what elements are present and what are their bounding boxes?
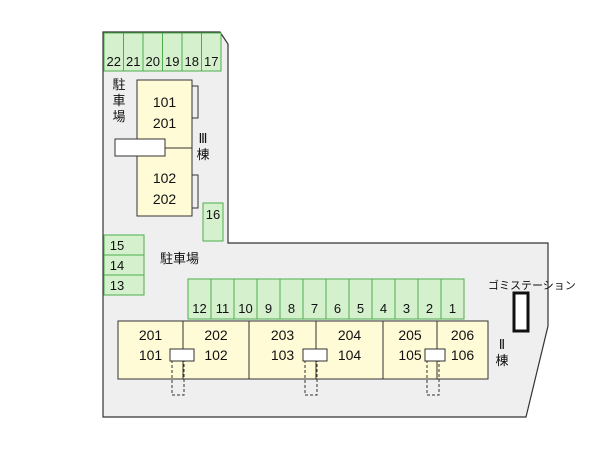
building-3-unit-lower-1: 102 [152, 170, 177, 186]
parking-space-21-label: 21 [126, 54, 141, 69]
building-2-unit-103: 103 [270, 347, 295, 363]
building-3-unit-upper-1: 101 [152, 94, 177, 110]
parking-space-12-label: 12 [192, 301, 207, 316]
building-3 [114, 79, 199, 217]
parking-space-3-label: 3 [402, 301, 411, 316]
parking-column-left [103, 234, 145, 296]
stairs-middle [302, 348, 328, 396]
parking-space-13-label: 13 [109, 278, 125, 293]
building-2-unit-204: 204 [337, 327, 362, 343]
building-3-unit-upper-2: 201 [152, 115, 177, 131]
stairs-left [169, 348, 195, 396]
parking-space-13 [103, 274, 145, 296]
parking-space-16 [202, 202, 224, 242]
parking-row-top [103, 32, 222, 72]
parking-row-long [187, 278, 465, 320]
building-2-unit-203: 203 [270, 327, 295, 343]
building-2-unit-202: 202 [204, 327, 228, 343]
building-3-upper-block [136, 79, 193, 149]
building-2-unit-102: 102 [204, 347, 228, 363]
building-2-unit-105: 105 [398, 347, 422, 363]
stairs-right [424, 348, 446, 396]
parking-space-2-label: 2 [425, 301, 434, 316]
parking-space-14-label: 14 [109, 258, 125, 273]
parking-space-6-label: 6 [333, 301, 342, 316]
parking-space-15-label: 15 [109, 238, 125, 253]
building-2-unit-205: 205 [398, 327, 422, 343]
building-2-unit-201: 201 [138, 327, 163, 343]
garbage-station [512, 291, 530, 333]
building-3-balcony-lower [192, 174, 199, 209]
building-2-unit-101: 101 [138, 347, 163, 363]
building-3-entrance [114, 138, 166, 157]
garbage-station-label: ゴミステーション [488, 279, 576, 292]
parking-space-1-label: 1 [448, 301, 457, 316]
parking-space-17 [201, 32, 222, 72]
parking-space-18-label: 18 [184, 54, 199, 69]
parking-space-1 [440, 278, 465, 320]
building-3-lower-block [136, 147, 193, 217]
parking-label-vertical: 駐車場 [112, 78, 126, 125]
parking-space-4-label: 4 [379, 301, 388, 316]
parking-space-11-label: 11 [215, 301, 230, 316]
building-2-unit-206: 206 [450, 327, 475, 343]
parking-space-17-label: 17 [204, 54, 219, 69]
building-2-unit-104: 104 [337, 347, 362, 363]
parking-space-10-label: 10 [238, 301, 253, 316]
parking-space-8-label: 8 [287, 301, 296, 316]
parking-space-19-label: 19 [165, 54, 180, 69]
building-2-unit-106: 106 [450, 347, 475, 363]
parking-space-16-label: 16 [205, 207, 221, 222]
parking-space-5-label: 5 [356, 301, 365, 316]
parking-space-7-label: 7 [310, 301, 319, 316]
parking-label-center: 駐車場 [160, 252, 200, 267]
parking-space-9-label: 9 [264, 301, 273, 316]
building-3-label: Ⅲ棟 [196, 132, 210, 163]
building-2-label: Ⅱ棟 [495, 338, 509, 369]
parking-space-20-label: 20 [145, 54, 160, 69]
building-3-unit-lower-2: 202 [152, 191, 177, 207]
parking-space-22-label: 22 [106, 54, 121, 69]
building-3-balcony-upper [192, 85, 199, 119]
